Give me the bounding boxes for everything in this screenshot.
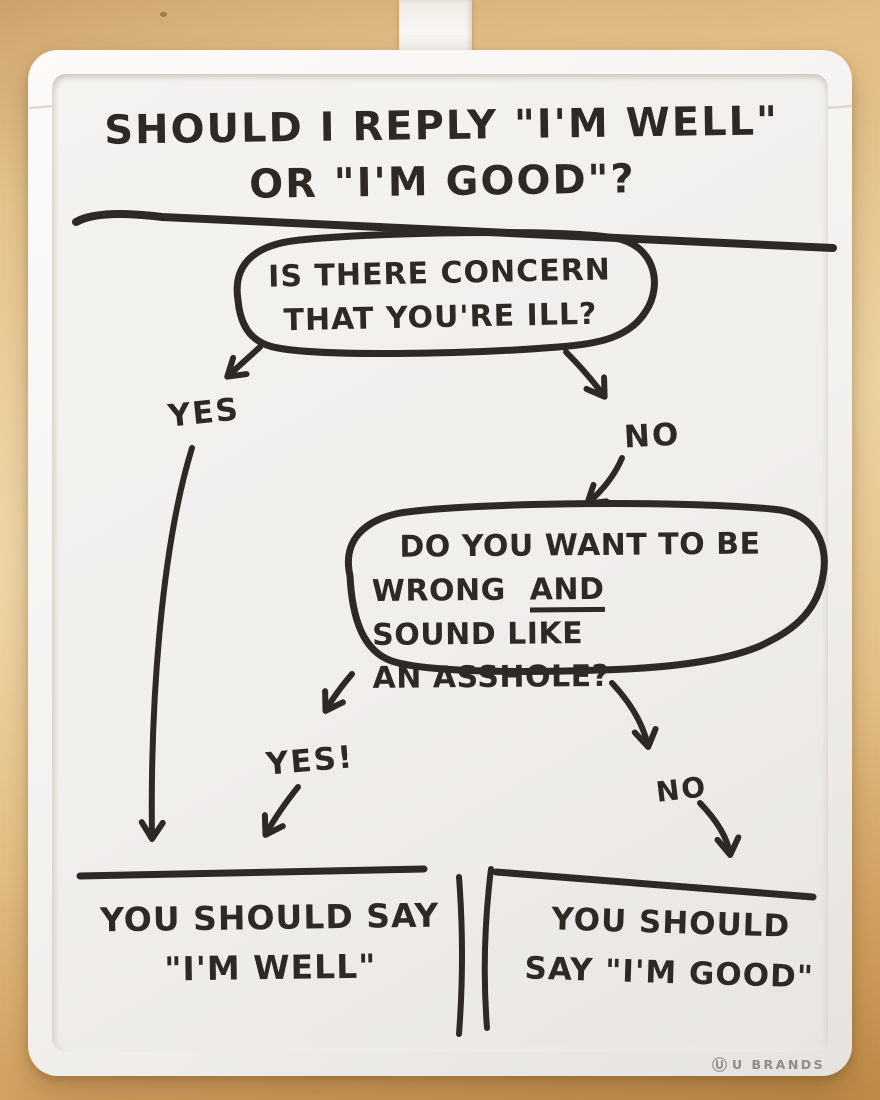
question2-text: DO YOU WANT TO BE WRONG AND SOUND LIKE A…: [371, 522, 817, 700]
wood-speck: [160, 12, 167, 17]
question1-bubble-outline: [233, 228, 658, 358]
left-box-top-line: [76, 865, 428, 880]
question1-line-1: IS THERE CONCERN: [267, 252, 612, 295]
result-well-line-2: "I'M WELL": [164, 946, 377, 988]
question2-word-wrong: WRONG: [371, 572, 506, 609]
flowchart-title: SHOULD I REPLY "I'M WELL" OR "I'M GOOD"?: [69, 93, 814, 215]
result-good-line-2: SAY "I'M GOOD": [524, 950, 815, 996]
question2-line-2: WRONG AND SOUND LIKE: [372, 566, 817, 657]
result-im-well: YOU SHOULD SAY "I'M WELL": [94, 891, 445, 995]
arrow-yes-to-left-box: [138, 445, 195, 842]
question1-line-2: THAT YOU'RE ILL?: [283, 296, 598, 338]
title-line-1: SHOULD I REPLY "I'M WELL": [103, 98, 780, 154]
question1-text: IS THERE CONCERN THAT YOU'RE ILL?: [244, 248, 636, 343]
arrow-no-to-q2: [584, 455, 625, 507]
result-well-line-1: YOU SHOULD SAY: [99, 895, 440, 940]
result-im-good: YOU SHOULD SAY "I'M GOOD": [501, 894, 840, 1004]
arrow-q2-to-no: [609, 680, 659, 750]
right-box-left-line: [481, 866, 494, 1031]
title-underline: [72, 210, 837, 252]
arrow-yes2-to-left-box: [261, 784, 301, 838]
question2-word-sound-like: SOUND LIKE: [372, 615, 584, 653]
left-box-right-line: [456, 874, 465, 1037]
right-box-top-line: [492, 868, 817, 901]
brand-name: U BRANDS: [732, 1057, 826, 1072]
title-line-2: OR "I'M GOOD"?: [248, 156, 636, 208]
branch1-no-label: NO: [623, 416, 682, 456]
hanging-tab: [399, 0, 472, 58]
frame-seam-right: [826, 104, 853, 110]
ubrands-circle-u-icon: Ⓤ: [712, 1056, 728, 1074]
arrow-q2-to-yes: [322, 671, 355, 714]
question2-word-and-underlined: AND: [530, 571, 605, 613]
arrow-q1-to-yes: [224, 344, 263, 380]
branch2-yes-label: YES!: [264, 739, 356, 783]
branch2-no-label: NO: [654, 770, 709, 810]
arrow-q1-to-no: [563, 349, 608, 400]
brand-mark: Ⓤ U BRANDS: [712, 1054, 825, 1075]
arrow-no2-to-right-box: [697, 800, 742, 858]
question2-line-3: AN ASSHOLE?: [372, 658, 610, 696]
question2-bubble-outline: [345, 500, 828, 675]
question2-line-1: DO YOU WANT TO BE: [399, 526, 761, 565]
branch1-yes-label: YES: [166, 391, 242, 435]
frame-seam-left: [28, 104, 54, 110]
